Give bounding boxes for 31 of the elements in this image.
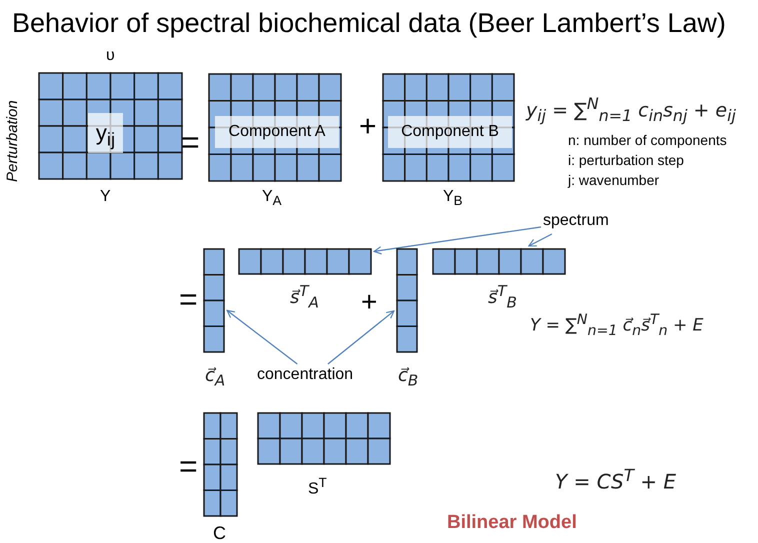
matrix-label: Y$_{B}$ <box>443 188 463 208</box>
axis-label: Perturbation <box>4 100 21 182</box>
annotation-text: spectrum <box>543 212 607 232</box>
operator-sign: = <box>179 283 198 315</box>
operator-sign: + <box>361 288 378 316</box>
arrow <box>328 310 395 364</box>
matrix-label: Y <box>100 188 111 206</box>
arrow <box>373 226 542 254</box>
component-label: Component B <box>388 116 512 148</box>
matrix-label: C <box>213 523 226 543</box>
title: Behavior of spectral biochemical data (Beer Lambert’s Law) <box>12 8 726 39</box>
matrix-label: S$^{T}$ <box>308 475 327 498</box>
operator-sign: + <box>359 112 377 142</box>
arrow <box>226 310 298 364</box>
label-text: υ <box>106 47 115 65</box>
label-text: j: wavenumber <box>568 172 660 188</box>
operator-sign: = <box>179 450 198 482</box>
equation: Y = ∑$^{N}$$_{n=1}$ c⃗$_{n}$s⃗$^{T}$$_{n}$ + E <box>530 312 704 340</box>
equation: Y = CS$^{T}$ + E <box>555 466 676 494</box>
matrix-label: Y$_{A}$ <box>262 188 282 208</box>
label-text: n: number of components <box>568 132 727 148</box>
cell-label: y$_{ij}$ <box>88 113 123 153</box>
equation: y$_{ij}$ = ∑$^{N}$$_{n=1}$ c$_{in}$s$_{nj}$ + e$_{ij}$ <box>526 94 736 126</box>
matrix-label: c⃗$_{B}$ <box>398 365 418 390</box>
caption: Bilinear Model <box>447 512 577 534</box>
arrow <box>528 233 552 247</box>
operator-sign: = <box>181 126 200 158</box>
matrix-label: c⃗$_{A}$ <box>205 365 226 390</box>
label-text: i: perturbation step <box>568 152 684 168</box>
annotation-text: concentration <box>257 366 369 386</box>
component-label: Component A <box>215 116 339 148</box>
